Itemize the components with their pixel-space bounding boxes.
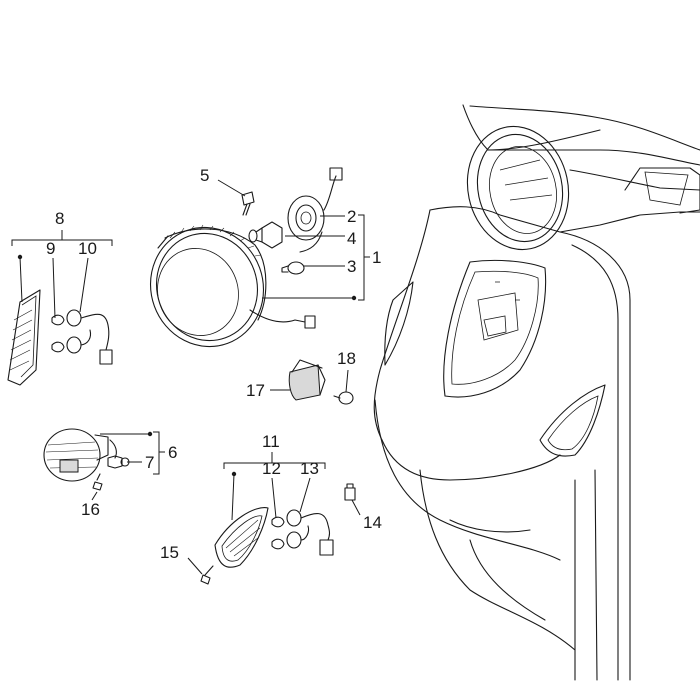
callout-7: 7 [145,453,154,472]
callout-4: 4 [347,229,356,248]
callout-6: 6 [168,443,177,462]
callout-labels: 1 2 3 4 5 6 7 8 9 10 11 12 13 14 15 16 1… [46,166,382,562]
indicator-bulb-part-12 [271,516,285,550]
bulb-socket-part-10 [66,309,113,365]
leader-lines [11,214,370,575]
screw-part-5 [217,179,255,216]
callout-17: 17 [246,381,265,400]
callout-10: 10 [78,239,97,258]
screw-part-18 [333,391,354,405]
headlight-rim [149,224,316,348]
callout-18: 18 [337,349,356,368]
bulb-holder-part-2 [287,167,343,253]
right-indicator-part-11 [214,507,269,568]
screw-part-16 [92,473,103,491]
left-indicator-part-8 [7,289,41,386]
callout-5: 5 [200,166,209,185]
round-lamp-part-6 [43,428,117,482]
callout-11: 11 [262,432,280,451]
callout-1: 1 [372,248,381,267]
headlight-bulb-part-4 [248,221,283,249]
callout-8: 8 [55,209,64,228]
bulb-socket-part-13 [286,509,334,556]
callout-13: 13 [300,459,319,478]
callout-3: 3 [347,257,356,276]
bracket-part-17 [288,359,326,401]
callout-14: 14 [363,513,382,532]
clip-part-14 [344,483,356,501]
callout-16: 16 [81,500,100,519]
indicator-bulb-part-9 [51,314,65,353]
parking-bulb-part-3 [281,261,305,275]
screw-part-15 [200,565,214,585]
callout-15: 15 [160,543,179,562]
callout-9: 9 [46,239,55,258]
lamp-bulb-part-7 [107,455,130,469]
scooter-front-shield [373,104,700,681]
callout-2: 2 [347,207,356,226]
callout-12: 12 [262,459,281,478]
